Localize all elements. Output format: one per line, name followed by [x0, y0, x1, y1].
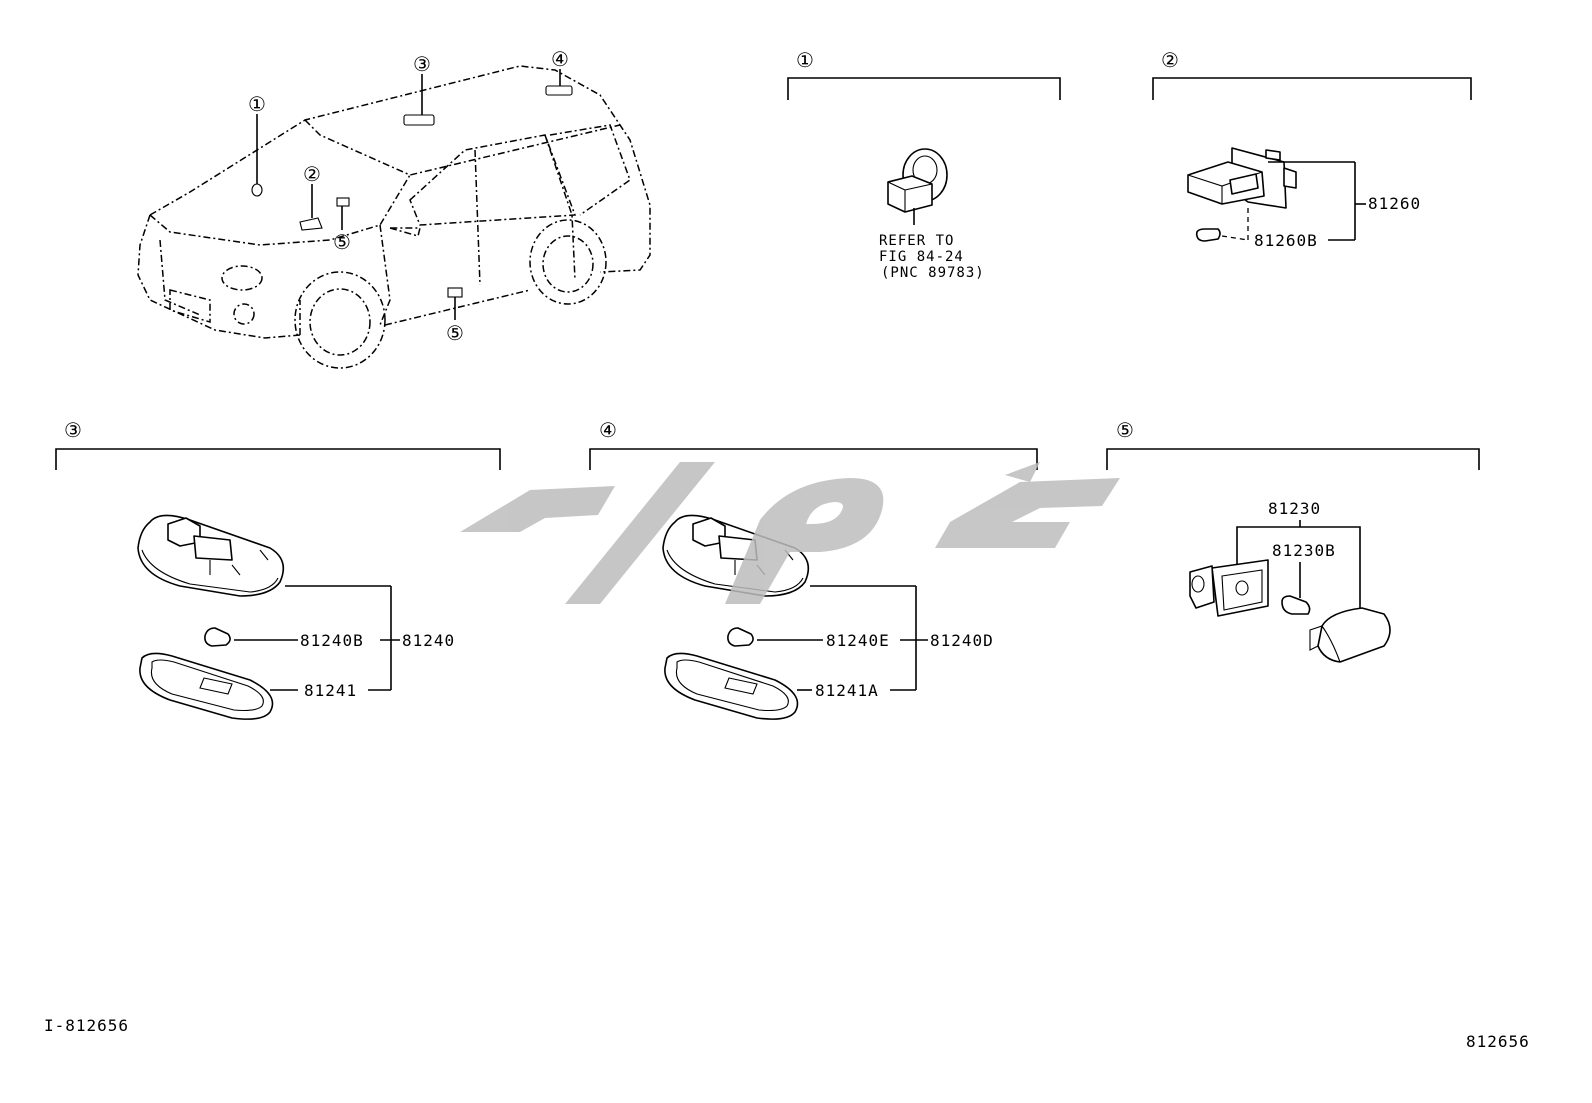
wedge-bulb-icon: [1195, 228, 1221, 242]
part-81241: 81241: [304, 681, 357, 700]
part-81240B: 81240B: [300, 631, 364, 650]
lamp-lens-icon: [139, 652, 274, 720]
part-81230B: 81230B: [1272, 541, 1336, 560]
section-1-marker: ①: [796, 48, 814, 72]
festoon-bulb-icon: [204, 627, 231, 647]
vehicle-overview: ① ② ③ ④ ⑤ ⑤: [137, 47, 651, 369]
section-2: ② 81260 81260B: [1152, 48, 1472, 250]
section-4: ④ 81240E 81240D 81241A: [589, 418, 1038, 720]
section-1: ① REFER TO FIG 84-24 (PNC 89783): [787, 48, 1061, 281]
part-81230: 81230: [1268, 499, 1321, 518]
section-5: ⑤ 81230 81230B: [1106, 418, 1480, 663]
footer-right-code: 812656: [1466, 1032, 1530, 1051]
part-81260B: 81260B: [1254, 231, 1318, 250]
courtesy-lamp-socket-icon: [1189, 559, 1269, 617]
vehicle-marker-5a: ⑤: [333, 230, 351, 254]
footer-left-code: I-812656: [44, 1016, 129, 1035]
refer-line-2: FIG 84-24: [879, 249, 964, 265]
section-4-bracket: [589, 448, 1038, 470]
switch-housing-icon: [1187, 147, 1297, 209]
watermark-logo: [460, 462, 1120, 604]
section-3-marker: ③: [64, 418, 82, 442]
section-2-bracket: [1152, 77, 1472, 100]
vehicle-marker-4: ④: [551, 47, 569, 71]
bulb-socket-icon: [887, 148, 948, 213]
lamp-lens-icon: [664, 652, 799, 720]
refer-line-3: (PNC 89783): [881, 265, 985, 281]
festoon-bulb-icon: [727, 627, 754, 647]
vehicle-marker-3: ③: [413, 52, 431, 76]
refer-line-1: REFER TO: [879, 233, 954, 249]
dome-lamp-housing-icon: [137, 514, 285, 597]
section-5-marker: ⑤: [1116, 418, 1134, 442]
section-5-bracket: [1106, 448, 1480, 470]
vehicle-marker-2: ②: [303, 162, 321, 186]
section-4-marker: ④: [599, 418, 617, 442]
lamp-cover-icon: [1309, 607, 1391, 663]
part-81240: 81240: [402, 631, 455, 650]
wedge-bulb-icon: [1281, 595, 1311, 615]
section-3: ③ 81240B 81240 81241: [55, 418, 501, 720]
section-3-bracket: [55, 448, 501, 470]
part-81241A: 81241A: [815, 681, 879, 700]
vehicle-marker-1: ①: [248, 92, 266, 116]
part-81240E: 81240E: [826, 631, 890, 650]
part-81240D: 81240D: [930, 631, 994, 650]
section-1-bracket: [787, 77, 1061, 100]
part-81260: 81260: [1368, 194, 1421, 213]
vehicle-marker-5b: ⑤: [446, 321, 464, 345]
section-2-marker: ②: [1161, 48, 1179, 72]
